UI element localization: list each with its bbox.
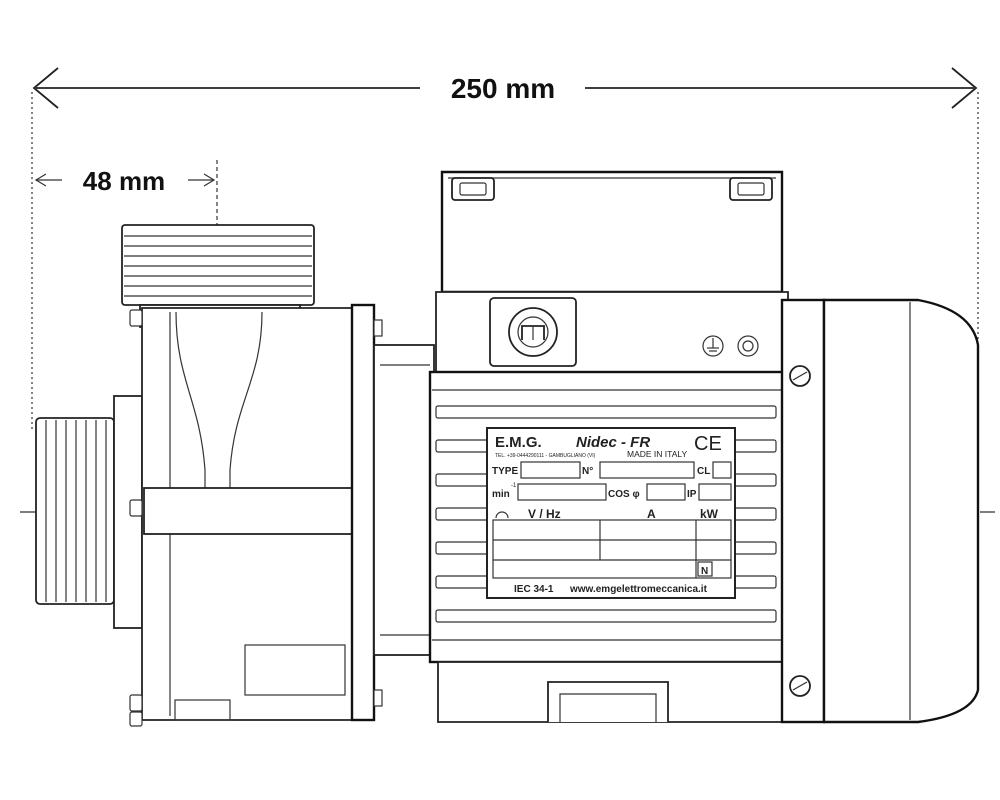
- ip-label: IP: [687, 489, 697, 500]
- rpm-superscript: -1: [511, 483, 517, 489]
- nameplate-contact-line: TEL. +39-0444290111 - GAMBUGLIANO (VI): [495, 453, 596, 459]
- bolt-icon: [129, 711, 143, 727]
- nameplate-frame: [486, 427, 736, 599]
- terminal-box: [435, 170, 789, 373]
- number-label: N°: [582, 466, 593, 477]
- class-label: CL: [697, 466, 710, 477]
- inlet-arrow-left-icon: [34, 173, 47, 187]
- inlet-offset-label: 48 mm: [83, 166, 165, 196]
- n-box-label: N: [701, 566, 708, 577]
- standard-label: IEC 34-1: [514, 584, 554, 595]
- terminal-box-base: [435, 291, 789, 373]
- housing-foot-block: [244, 644, 346, 696]
- cooling-fin: [435, 609, 777, 623]
- bolt-icon: [129, 309, 143, 327]
- type-field: [520, 461, 581, 479]
- rpm-field: [517, 483, 607, 501]
- pump-housing: [129, 307, 370, 727]
- ratings-grid: [492, 519, 732, 579]
- power-label: kW: [700, 507, 719, 521]
- flange-plate: [350, 303, 376, 722]
- outlet-thread-body: [121, 224, 315, 306]
- rpm-label: min: [492, 489, 510, 500]
- cos-phi-field: [646, 483, 686, 501]
- ground-symbol-icon: [702, 335, 724, 357]
- nameplate-brand: E.M.G.: [495, 434, 542, 451]
- ce-mark-icon: CE: [694, 433, 722, 455]
- nameplate-brand-logo: Nidec - FR: [576, 434, 650, 451]
- bolt-icon: [129, 694, 143, 712]
- inlet-thread-body: [35, 417, 115, 605]
- cos-phi-label: COS φ: [608, 489, 640, 500]
- inlet-arrow-right-icon: [203, 173, 216, 187]
- lid-screw-right-icon: [729, 177, 773, 201]
- flange-bolt-icon: [373, 319, 383, 337]
- overall-dimension: 250 mm: [31, 67, 979, 430]
- indicator-ring-icon: [737, 335, 759, 357]
- cooling-fin: [435, 405, 777, 419]
- nameplate: E.M.G. Nidec - FR CE TEL. +39-0444290111…: [486, 427, 736, 599]
- current-label: A: [647, 507, 656, 521]
- website-label: www.emgelettromeccanica.it: [569, 584, 708, 595]
- type-label: TYPE: [492, 466, 518, 477]
- side-inlet: [35, 395, 143, 629]
- motor-foot-slot: [547, 681, 669, 722]
- lid-screw-left-icon: [451, 177, 495, 201]
- bolt-icon: [129, 499, 143, 517]
- overall-length-label: 250 mm: [451, 73, 555, 104]
- n-box: [697, 561, 713, 577]
- end-shield: [780, 298, 826, 724]
- adapter-ring: [373, 344, 435, 656]
- class-field: [712, 461, 732, 479]
- flange: [350, 303, 435, 722]
- inlet-dimension: 48 mm: [34, 160, 218, 330]
- ip-field: [698, 483, 732, 501]
- phase-symbol-icon: [495, 511, 509, 519]
- flange-bolt-icon: [373, 689, 383, 707]
- nameplate-made-in: MADE IN ITALY: [627, 449, 687, 459]
- fan-cover: [822, 298, 980, 724]
- arrow-right-icon: [951, 67, 978, 109]
- voltage-label: V / Hz: [528, 507, 561, 521]
- number-field: [599, 461, 695, 479]
- arrow-left-icon: [32, 67, 59, 109]
- housing-rib: [143, 487, 370, 535]
